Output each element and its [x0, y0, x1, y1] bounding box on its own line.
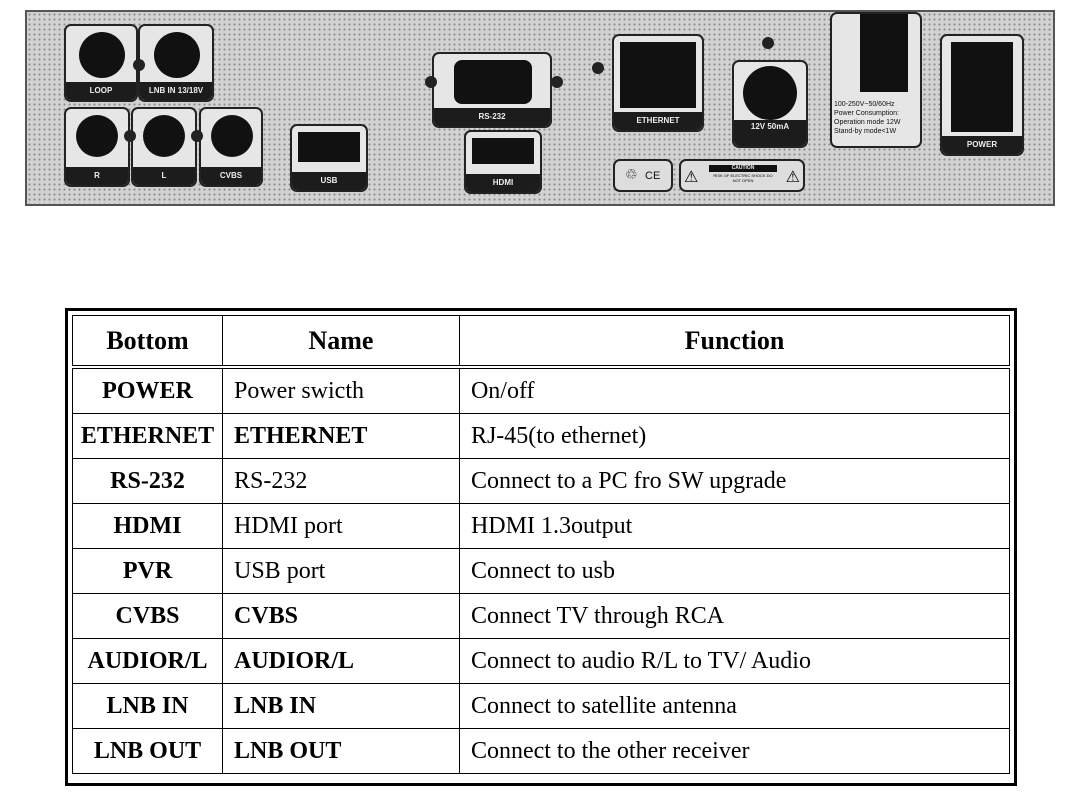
- cell-bottom: HDMI: [72, 503, 223, 549]
- cell-function: Connect to audio R/L to TV/ Audio: [458, 638, 1011, 684]
- caution-label: ⚠ CAUTION RISK OF ELECTRIC SHOCK DO NOT …: [679, 159, 805, 192]
- cell-name: Power swicth: [222, 366, 460, 414]
- cell-bottom: RS-232: [72, 458, 223, 504]
- cell-name: CVBS: [222, 593, 460, 639]
- cell-name: LNB OUT: [222, 728, 460, 774]
- usb-port: USB: [290, 124, 368, 192]
- cell-function: HDMI 1.3output: [458, 503, 1011, 549]
- cell-function: Connect to usb: [458, 548, 1011, 594]
- cell-name: USB port: [222, 548, 460, 594]
- cell-name: LNB IN: [222, 683, 460, 729]
- cell-function: RJ-45(to ethernet): [458, 413, 1011, 459]
- cell-function: Connect to a PC fro SW upgrade: [458, 458, 1011, 504]
- lnb-in-port: LNB IN 13/18V: [138, 24, 214, 102]
- warning-icon: ⚠: [785, 169, 800, 186]
- cell-name: HDMI port: [222, 503, 460, 549]
- ethernet-port: ETHERNET: [612, 34, 704, 132]
- cell-function: Connect to the other receiver: [458, 728, 1011, 774]
- dc-out-port: 12V 50mA: [732, 60, 808, 148]
- cell-bottom: ETHERNET: [72, 413, 223, 459]
- cell-bottom: PVR: [72, 548, 223, 594]
- cell-bottom: LNB IN: [72, 683, 223, 729]
- cell-function: On/off: [458, 366, 1011, 414]
- ce-mark: CE♲: [613, 159, 673, 192]
- hdmi-port: HDMI: [464, 130, 542, 194]
- cell-bottom: POWER: [72, 366, 223, 414]
- audio-r-port: R: [64, 107, 130, 187]
- rs232-port: RS-232: [432, 52, 552, 128]
- cvbs-port: CVBS: [199, 107, 263, 187]
- cell-name: ETHERNET: [222, 413, 460, 459]
- cell-bottom: AUDIOR/L: [72, 638, 223, 684]
- audio-l-port: L: [131, 107, 197, 187]
- loop-port: LOOP: [64, 24, 138, 102]
- cell-bottom: LNB OUT: [72, 728, 223, 774]
- cell-function: Connect TV through RCA: [458, 593, 1011, 639]
- cell-function: Connect to satellite antenna: [458, 683, 1011, 729]
- warning-icon: ⚠: [684, 169, 699, 186]
- cell-name: RS-232: [222, 458, 460, 504]
- power-switch: POWER: [940, 34, 1024, 156]
- cell-name: AUDIOR/L: [222, 638, 460, 684]
- cell-bottom: CVBS: [72, 593, 223, 639]
- weee-icon: ♲: [625, 168, 638, 183]
- receiver-back-panel: LOOP LNB IN 13/18V R L CVBS USB RS-232 H…: [25, 10, 1055, 206]
